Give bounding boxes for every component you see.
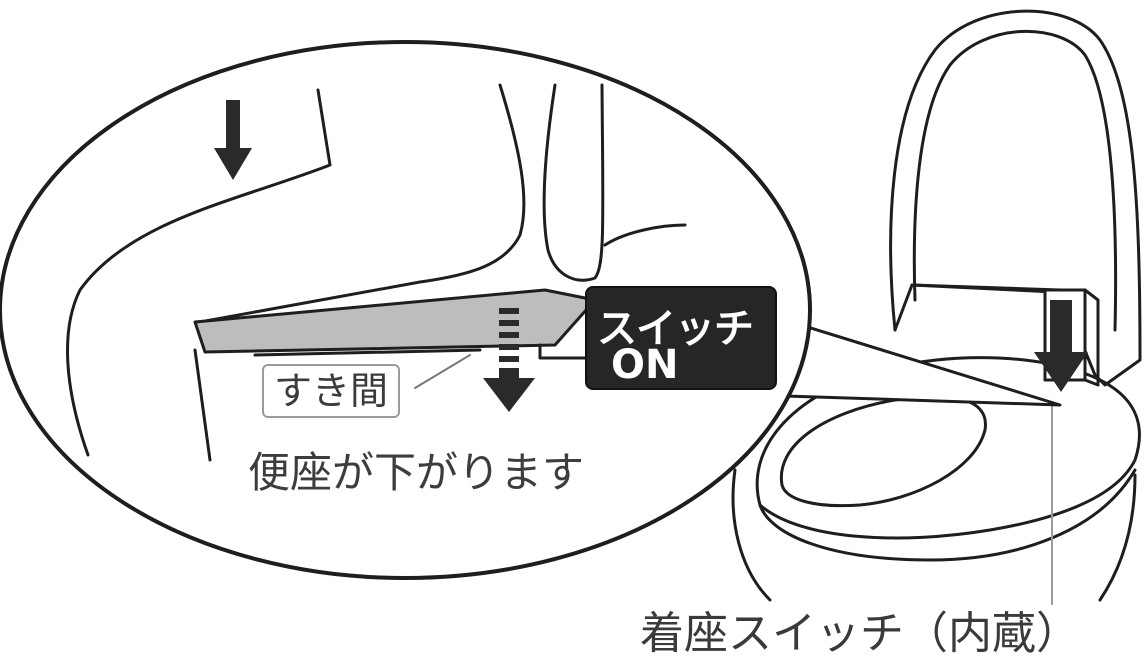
toilet-base — [731, 468, 1137, 602]
dashed-down-arrow-icon — [483, 308, 535, 412]
person-outline — [66, 88, 332, 457]
switch-on-badge: スイッチ ON — [585, 286, 777, 390]
toilet-lid-inner — [912, 30, 1118, 332]
down-arrow-icon — [1034, 300, 1088, 392]
seat-switch-builtin-caption: 着座スイッチ（内蔵） — [640, 608, 1080, 659]
seat-lowers-caption: 便座が下がります — [248, 448, 585, 497]
toilet-bowl-opening — [779, 394, 987, 508]
down-arrow-icon — [214, 100, 252, 180]
switch-on-label-line1: スイッチ — [597, 306, 754, 352]
gap-label: すき間 — [262, 364, 401, 418]
callout-contents — [66, 83, 687, 462]
switch-on-label-line2: ON — [611, 342, 679, 388]
toilet-lid — [889, 9, 1142, 387]
seat-section — [193, 288, 597, 354]
